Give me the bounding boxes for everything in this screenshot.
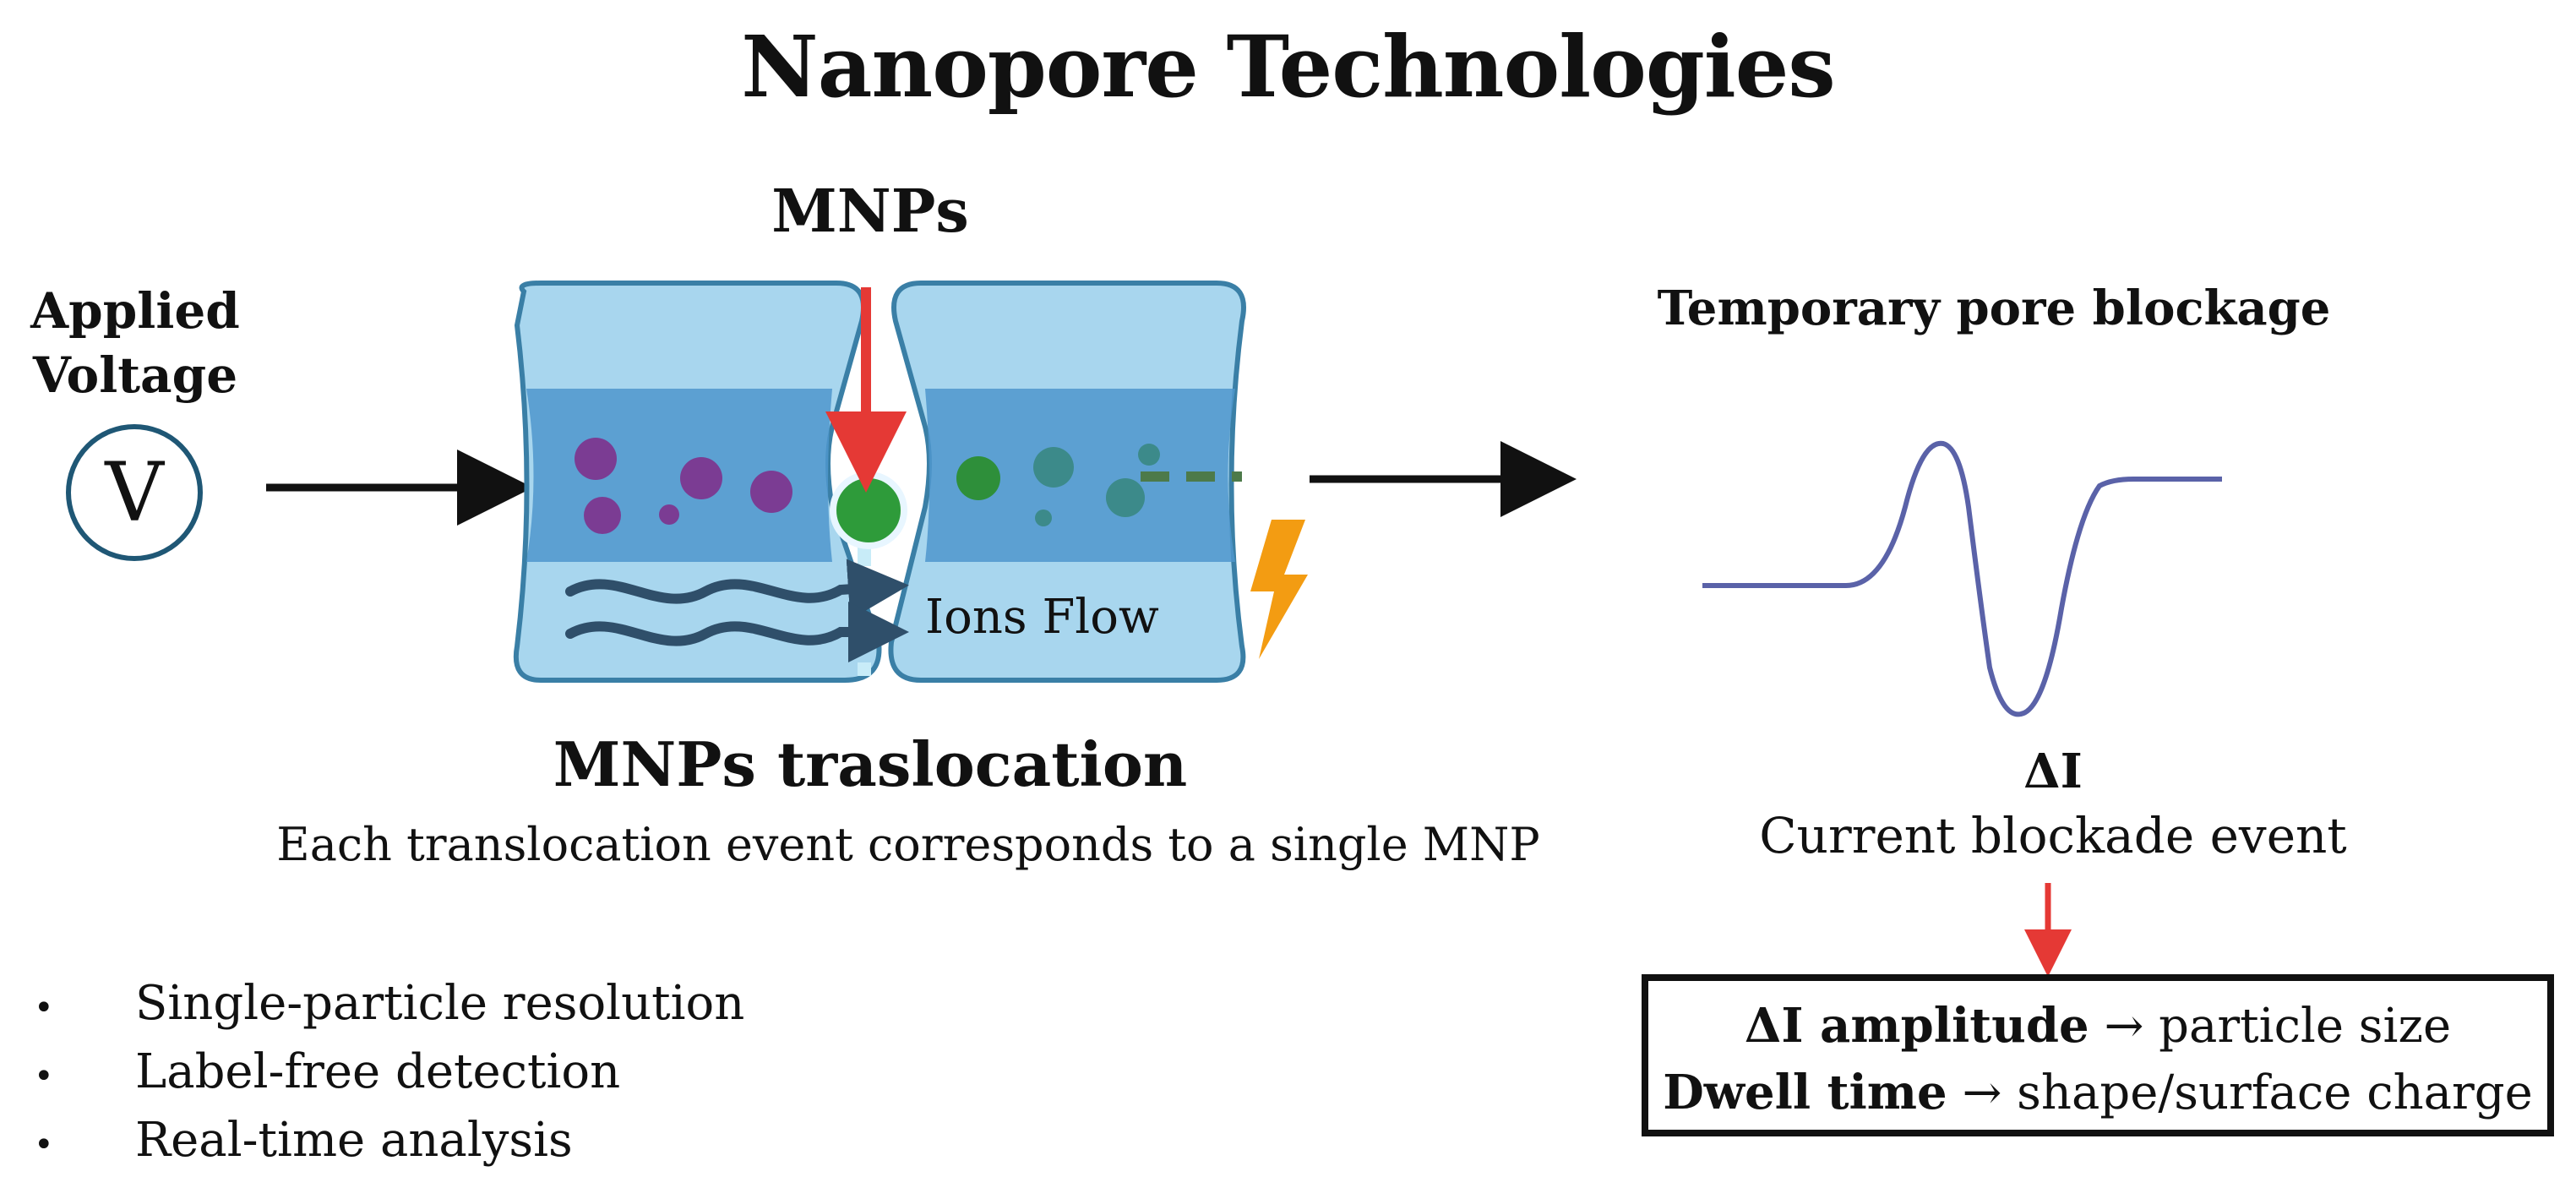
purple-particles xyxy=(575,438,792,534)
feature-list: • Single-particle resolution • Label-free … xyxy=(34,972,744,1177)
current-signal-trace xyxy=(1702,440,2222,717)
result-box: ΔI amplitude → particle size Dwell time … xyxy=(1642,974,2554,1136)
result-line1-bold: ΔI amplitude xyxy=(1744,998,2089,1054)
feature-text: Real-time analysis xyxy=(135,1113,573,1168)
translocation-subtitle: Each translocation event corresponds to … xyxy=(276,818,1540,871)
green-particle xyxy=(956,456,1000,500)
feature-item: • Label-free detection xyxy=(34,1040,744,1109)
feature-text: Single-particle resolution xyxy=(135,976,745,1031)
purple-particle xyxy=(659,504,679,525)
translocation-title: MNPs traslocation xyxy=(553,728,1188,800)
mnps-label: MNPs xyxy=(771,176,969,246)
blockade-event-caption: Current blockade event xyxy=(1759,807,2347,864)
bullet-icon: • xyxy=(34,1125,54,1164)
teal-particle xyxy=(1106,478,1145,517)
lightning-icon xyxy=(1250,520,1308,659)
bullet-icon: • xyxy=(34,989,54,1027)
ion-flow-wave xyxy=(565,559,909,620)
voltmeter-icon: V xyxy=(66,424,203,561)
green-particles xyxy=(956,444,1160,526)
purple-particle xyxy=(575,438,617,480)
translocating-particle xyxy=(830,471,907,549)
result-line-1: ΔI amplitude → particle size xyxy=(1648,993,2547,1060)
bullet-icon: • xyxy=(34,1057,54,1096)
teal-particle xyxy=(1035,510,1052,526)
applied-voltage-line2: Voltage xyxy=(32,346,238,404)
teal-particle xyxy=(1138,444,1160,466)
result-line1-rest: → particle size xyxy=(2089,999,2452,1054)
ions-flow-label: Ions Flow xyxy=(925,590,1159,645)
feature-item: • Real-time analysis xyxy=(34,1109,744,1177)
purple-particle xyxy=(750,471,792,513)
applied-voltage-line1: Applied xyxy=(30,282,240,340)
applied-voltage-label: Applied Voltage xyxy=(25,279,245,407)
page-title: Nanopore Technologies xyxy=(741,17,1835,117)
right-channel-band xyxy=(925,389,1235,562)
feature-item: • Single-particle resolution xyxy=(34,972,744,1040)
result-line2-rest: → shape/surface charge xyxy=(1947,1065,2533,1120)
delta-i-symbol: ΔI xyxy=(2023,744,2083,799)
result-line-2: Dwell time → shape/surface charge xyxy=(1648,1060,2547,1126)
ion-flow-wave xyxy=(565,602,909,662)
feature-text: Label-free detection xyxy=(135,1044,621,1099)
left-channel-band xyxy=(526,389,832,562)
teal-particle xyxy=(1033,447,1074,488)
result-line2-bold: Dwell time xyxy=(1663,1065,1947,1120)
blockage-title: Temporary pore blockage xyxy=(1657,281,2331,336)
purple-particle xyxy=(680,457,722,499)
purple-particle xyxy=(584,497,621,534)
